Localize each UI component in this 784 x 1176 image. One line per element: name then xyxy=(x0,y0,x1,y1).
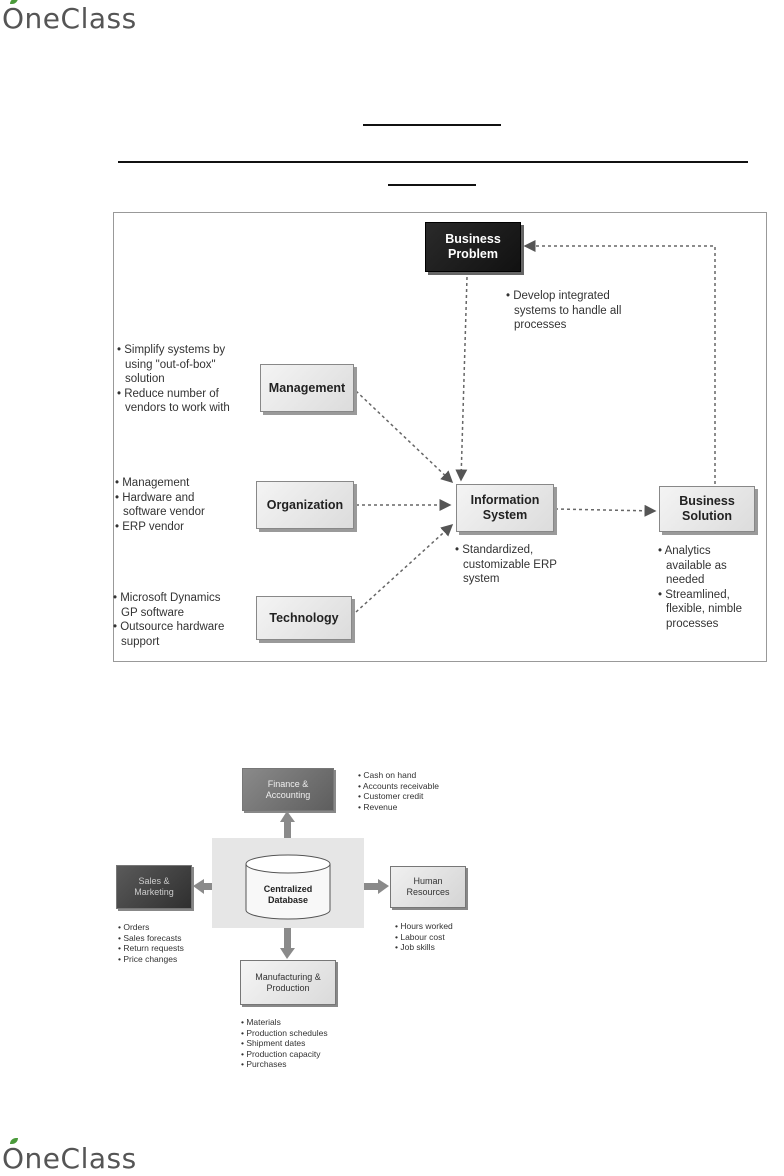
blank-line-3 xyxy=(388,184,476,186)
business-solution-box: Business Solution xyxy=(659,486,755,532)
arrow-technology-to-infosys xyxy=(355,523,454,613)
oneclass-logo-bottom: OneClass xyxy=(2,1138,137,1175)
sales-box: Sales & Marketing xyxy=(116,865,192,909)
solution-note: • Analytics available as needed • Stream… xyxy=(658,545,743,630)
db-arrow-down xyxy=(284,918,291,950)
oneclass-logo-top: OneClass xyxy=(2,0,137,35)
sales-note: • Orders • Sales forecasts • Return requ… xyxy=(118,922,184,964)
centralized-database-label: Centralized Database xyxy=(263,884,313,905)
leaf-icon xyxy=(10,1138,18,1144)
database-cylinder xyxy=(245,854,331,920)
manufacturing-note: • Materials • Production schedules • Shi… xyxy=(241,1017,328,1069)
organization-box: Organization xyxy=(256,481,354,529)
arrow-management-to-infosys xyxy=(355,390,454,484)
arrow-infosys-to-solution xyxy=(554,504,657,517)
arrow-solution-to-problem xyxy=(523,240,716,484)
manufacturing-box: Manufacturing & Production xyxy=(240,960,336,1005)
technology-box: Technology xyxy=(256,596,352,640)
information-system-box: Information System xyxy=(456,484,554,532)
management-note: • Simplify systems by using "out-of-box"… xyxy=(117,344,230,414)
finance-box: Finance & Accounting xyxy=(242,768,334,811)
blank-line-2 xyxy=(118,161,748,163)
blank-line-1 xyxy=(363,124,501,126)
management-box: Management xyxy=(260,364,354,412)
problem-note: • Develop integrated systems to handle a… xyxy=(506,290,622,331)
finance-note: • Cash on hand • Accounts receivable • C… xyxy=(358,770,439,812)
hr-note: • Hours worked • Labour cost • Job skill… xyxy=(395,921,453,952)
diagram1-frame xyxy=(113,212,767,662)
infosys-note: • Standardized, customizable ERP system xyxy=(455,544,557,585)
human-resources-box: Human Resources xyxy=(390,866,466,908)
leaf-icon xyxy=(10,0,18,4)
technology-note: • Microsoft Dynamics GP software • Outso… xyxy=(113,592,225,648)
db-arrow-up xyxy=(284,820,291,852)
arrow-problem-to-infosys xyxy=(455,276,468,482)
business-problem-box: Business Problem xyxy=(425,222,521,272)
organization-note: • Management • Hardware and software ven… xyxy=(115,477,205,533)
